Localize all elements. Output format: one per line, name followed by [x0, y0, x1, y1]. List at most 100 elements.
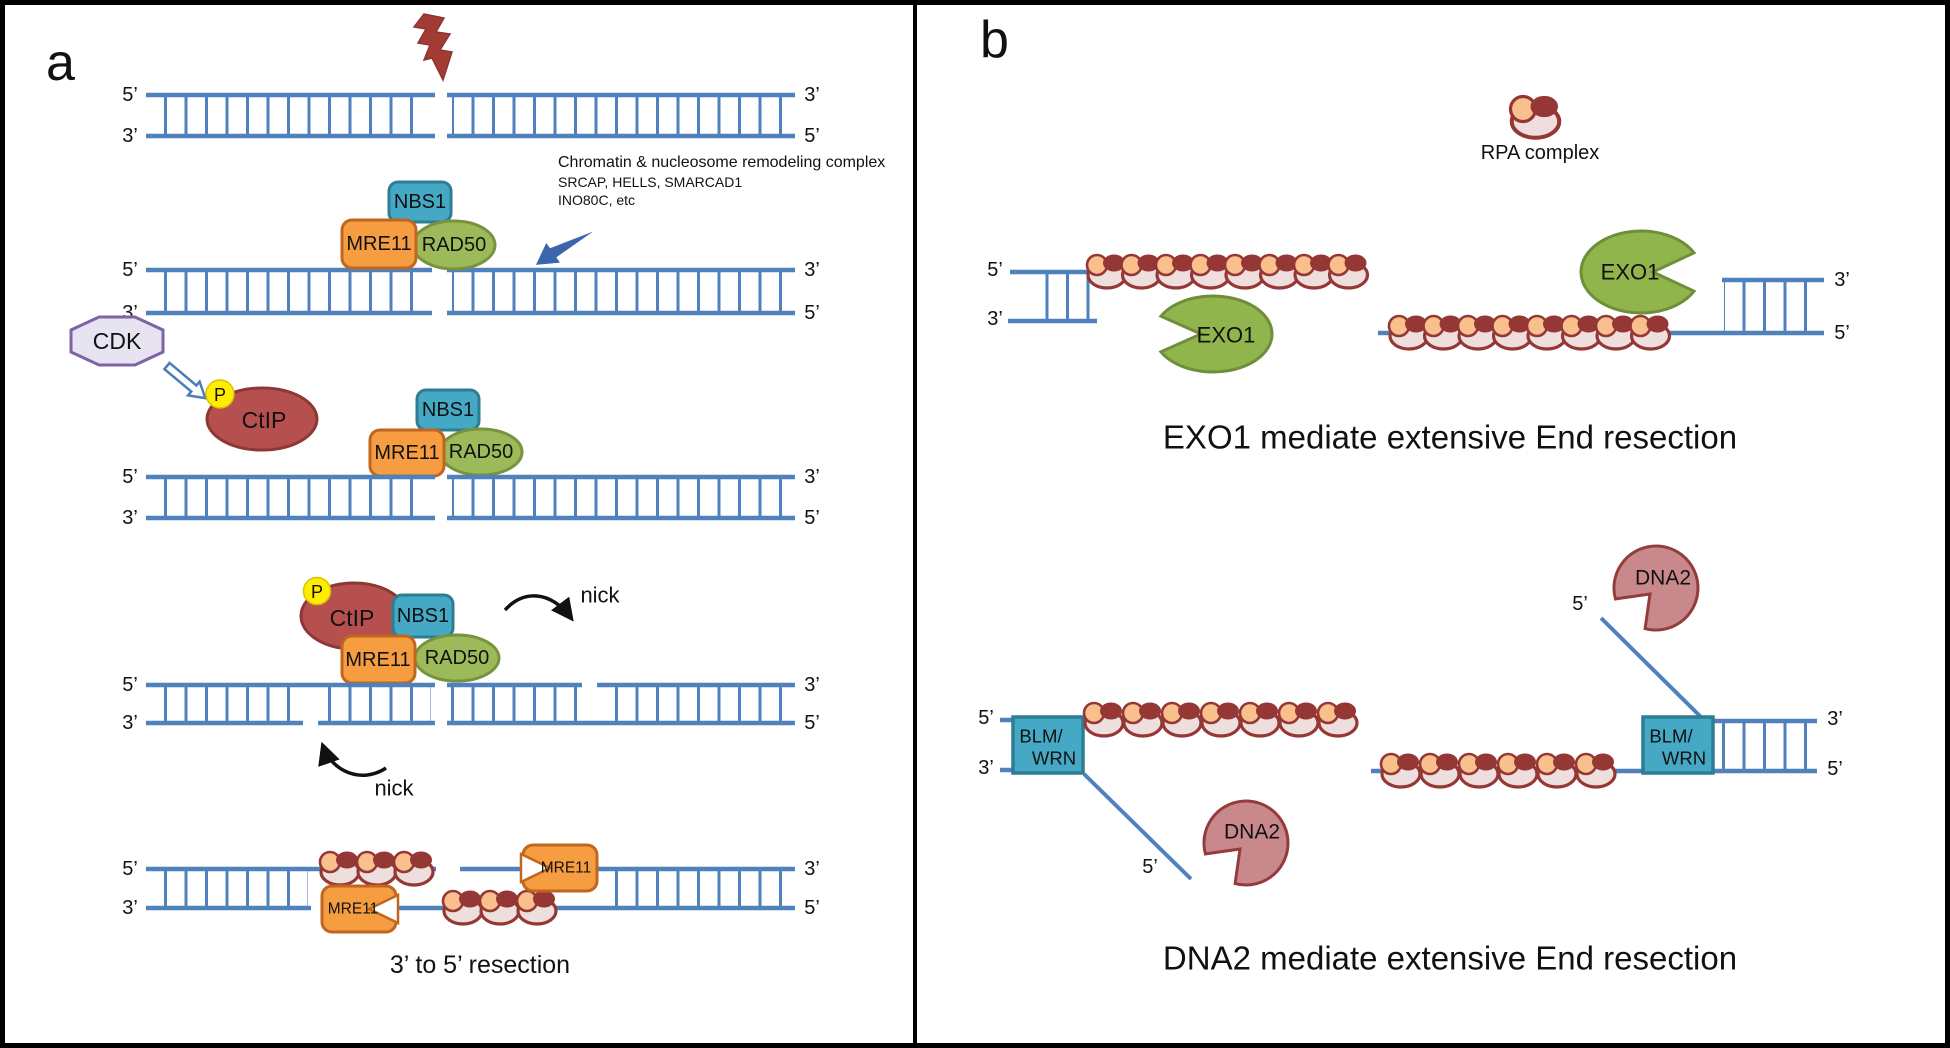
protein-mre11-label: MRE11 — [345, 649, 410, 671]
dna-end-label-5: 5’ — [122, 674, 138, 696]
protein-rad50-label: RAD50 — [422, 234, 486, 256]
panel-b: b RPA complex 5’ 3’ EXO1 EX — [978, 11, 1850, 977]
dna-row-resection: MRE11 MRE11 5’ 3’ 3’ 5’ 3’ to 5’ resecti… — [122, 843, 820, 979]
dna-end-label-5: 5’ — [987, 259, 1003, 281]
mre11-exonuclease-bottom: MRE11 — [320, 884, 400, 934]
phospho-badge — [302, 576, 332, 606]
nbs1-box — [391, 593, 455, 639]
phospho-label: P — [214, 385, 226, 405]
dna-end-label-5: 5’ — [804, 125, 820, 147]
dna-row-dsb: 5’ 3’ 3’ 5’ — [122, 84, 820, 147]
dna-row-nick: P CtIP NBS1 RAD50 MRE11 5’ 3’ 3’ 5’ nick… — [122, 576, 820, 801]
mrn-complex: NBS1 RAD50 MRE11 — [368, 388, 524, 478]
protein-rad50-label: RAD50 — [449, 441, 513, 463]
blm-wrn-box-left: BLM/ WRN — [1011, 715, 1085, 775]
mrn-complex: NBS1 RAD50 MRE11 — [340, 180, 497, 271]
dna-end-label-3: 3’ — [804, 674, 820, 696]
exo1-caption: EXO1 mediate extensive End resection — [1163, 419, 1737, 456]
protein-nbs1-label: NBS1 — [394, 191, 446, 213]
remodeling-note-line1: Chromatin & nucleosome remodeling comple… — [558, 154, 885, 171]
protein-nbs1-label: NBS1 — [422, 399, 474, 421]
phospho-label: P — [311, 582, 323, 602]
panel-a: a 5’ 3’ 3’ 5’ Chromatin & nucleosome rem… — [46, 13, 885, 979]
dna-end-label-5: 5’ — [122, 466, 138, 488]
dna-end-label-3: 3’ — [1827, 708, 1843, 730]
protein-ctip-label: CtIP — [242, 407, 287, 433]
nick-label-bottom: nick — [374, 776, 414, 801]
dna-end-label-3: 3’ — [804, 858, 820, 880]
dna-end-label-3: 3’ — [1834, 269, 1850, 291]
dna-end-label-3: 3’ — [122, 125, 138, 147]
protein-mre11-label: MRE11 — [328, 901, 379, 918]
dna-end-label-3: 3’ — [122, 897, 138, 919]
flap-5prime-left — [1082, 772, 1193, 881]
protein-dna2-label: DNA2 — [1635, 567, 1691, 590]
protein-wrn-label: WRN — [1662, 748, 1706, 769]
dna-end-label-3: 3’ — [978, 757, 994, 779]
rpa-filament-top — [1085, 252, 1370, 290]
dna-end-label-3: 3’ — [987, 308, 1003, 330]
dna-end-label-5: 5’ — [978, 707, 994, 729]
dna-end-label-5: 5’ — [122, 84, 138, 106]
exo1-pacman-right — [1579, 229, 1697, 315]
protein-mre11-label: MRE11 — [346, 233, 411, 255]
protein-ctip-label: CtIP — [330, 605, 375, 631]
blm-wrn-box-right: BLM/ WRN — [1641, 715, 1715, 775]
protein-wrn-label: WRN — [1032, 748, 1076, 769]
phospho-badge — [205, 379, 235, 409]
dna2-pacman-left — [1202, 799, 1290, 887]
dna2-pacman-right — [1612, 544, 1700, 632]
remodeling-note: Chromatin & nucleosome remodeling comple… — [558, 154, 885, 208]
dna-end-label-5: 5’ — [804, 712, 820, 734]
dna-end-label-3: 3’ — [122, 712, 138, 734]
dna-row-ctip: CDK P CtIP NBS1 RAD50 MRE11 5’ 3’ 3’ 5’ — [69, 315, 820, 529]
protein-mre11-label: MRE11 — [374, 442, 439, 464]
dna-end-label-5: 5’ — [804, 897, 820, 919]
rpa-filament-top — [1082, 700, 1359, 738]
protein-blm-label: BLM/ — [1649, 726, 1693, 747]
panel-b-letter: b — [980, 11, 1009, 69]
dna2-section: 5’ 3’ BLM/ WRN 5’ DNA2 DNA2 5’ — [978, 544, 1843, 977]
dna2-caption: DNA2 mediate extensive End resection — [1163, 940, 1737, 977]
protein-exo1-label: EXO1 — [1197, 323, 1256, 348]
remodeling-note-line2: SRCAP, HELLS, SMARCAD1 — [558, 174, 742, 190]
rpa-legend: RPA complex — [1481, 93, 1600, 164]
protein-blm-label: BLM/ — [1019, 726, 1063, 747]
dna-end-label-5: 5’ — [1572, 593, 1588, 615]
nick-label-top: nick — [580, 583, 620, 608]
cdk-octagon — [69, 315, 165, 367]
protein-nbs1-label: NBS1 — [397, 605, 449, 627]
dna-end-label-5: 5’ — [122, 858, 138, 880]
remodeling-note-line3: INO80C, etc — [558, 192, 635, 208]
exo1-pacman-left — [1158, 294, 1274, 374]
panel-a-letter: a — [46, 34, 75, 92]
protein-cdk-label: CDK — [93, 328, 142, 354]
protein-dna2-label: DNA2 — [1224, 821, 1280, 844]
dna-end-label-5: 5’ — [1827, 758, 1843, 780]
dna-end-label-5: 5’ — [1834, 322, 1850, 344]
protein-exo1-label: EXO1 — [1601, 260, 1660, 285]
protein-mre11-label: MRE11 — [541, 860, 592, 877]
protein-rad50-label: RAD50 — [425, 647, 489, 669]
dna-row-mrn: 5’ 3’ 3’ 5’ NBS1 RAD50 MRE11 — [122, 180, 820, 324]
ctip-ellipse — [205, 386, 319, 452]
panel-a-caption: 3’ to 5’ resection — [390, 951, 570, 979]
nick-arrow-bottom — [318, 741, 387, 777]
rpa-legend-label: RPA complex — [1481, 142, 1600, 164]
cdk-arrow-icon — [162, 361, 208, 400]
mre11-exonuclease-top: MRE11 — [519, 843, 599, 893]
dna-end-label-5: 5’ — [804, 507, 820, 529]
dsb-lightning-icon — [412, 13, 453, 82]
rpa-filament-bottom — [1379, 751, 1617, 789]
dna-end-label-5: 5’ — [1142, 856, 1158, 878]
rpa-filament-bottom — [1387, 313, 1672, 351]
dna-end-label-3: 3’ — [804, 259, 820, 281]
dna-end-label-3: 3’ — [804, 466, 820, 488]
nick-arrow-top — [503, 594, 574, 622]
dna-end-label-3: 3’ — [122, 507, 138, 529]
dna-end-label-5: 5’ — [804, 302, 820, 324]
exo1-section: 5’ 3’ EXO1 EXO1 3’ 5’ EXO1 mediate exten… — [987, 229, 1850, 456]
